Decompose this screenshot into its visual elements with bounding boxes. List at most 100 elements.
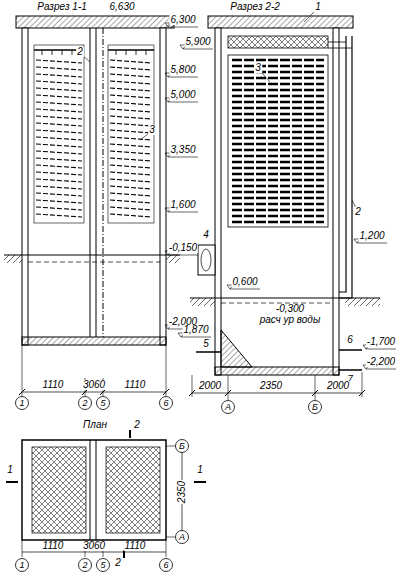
- drawing-label: -0,300: [275, 304, 305, 314]
- louver-slat: [110, 207, 152, 210]
- exchanger-bar: [232, 119, 324, 121]
- drawing-label: 5: [202, 339, 210, 349]
- exchanger-bar: [232, 191, 324, 193]
- axis-circle: [79, 397, 92, 410]
- drawing-label: Разрез 2-2: [229, 2, 281, 12]
- louver-slat: [110, 151, 152, 154]
- louver-slat: [110, 186, 152, 189]
- strokes: [16, 23, 397, 572]
- exchanger-bar: [232, 101, 324, 103]
- axis-circle: [16, 559, 29, 572]
- exchanger-bar: [232, 221, 324, 223]
- louver-slat: [110, 130, 152, 133]
- louver-slat: [36, 116, 82, 119]
- axis-circle: [176, 531, 189, 544]
- louver-slat: [110, 144, 152, 147]
- drawing-label: 3060: [82, 541, 106, 551]
- louver-slat: [36, 102, 82, 105]
- exchanger-bar: [232, 203, 324, 205]
- drawing-label: 6: [346, 335, 354, 345]
- drawing-label: 5,900: [184, 37, 211, 47]
- exchanger-bar: [232, 215, 324, 217]
- axis-circle: [160, 559, 173, 572]
- drawing-label: 2000: [198, 381, 222, 391]
- drawing-label: -2,200: [366, 357, 396, 367]
- drawing-label: План: [82, 420, 108, 430]
- exchanger-bar: [232, 95, 324, 97]
- exchanger-bar: [232, 89, 324, 91]
- louver-slat: [36, 144, 82, 147]
- drawing-label: -0,150: [168, 243, 198, 253]
- exchanger-bar: [232, 167, 324, 169]
- louver-slat: [36, 165, 82, 168]
- louver-slat: [36, 60, 82, 63]
- louver-slat: [36, 67, 82, 70]
- axis-label: 2: [81, 399, 88, 408]
- drawing-label: 5,000: [169, 90, 196, 100]
- drawing-label: 1110: [124, 541, 147, 551]
- exchanger-bar: [232, 209, 324, 211]
- exchanger-bar: [232, 113, 324, 115]
- exchanger-bar: [232, 179, 324, 181]
- drawing-label: 6,630: [108, 2, 135, 12]
- axis-label: 5: [99, 399, 106, 408]
- drawing-label: 2000: [326, 381, 350, 391]
- exchanger-bar: [232, 65, 324, 67]
- exchanger-bar: [232, 77, 324, 79]
- axis-circle: [309, 401, 322, 414]
- louver-slat: [110, 95, 152, 98]
- louver-slat: [36, 151, 82, 154]
- axis-circle: [160, 397, 173, 410]
- louver-slat: [110, 137, 152, 140]
- drawing-label: 2: [114, 558, 122, 568]
- axis-label: 1: [18, 399, 25, 408]
- louver-slat: [110, 172, 152, 175]
- drawing-label: 2350: [177, 480, 187, 504]
- louver-slat: [110, 179, 152, 182]
- drawing-label: 1110: [42, 380, 65, 390]
- louver-slat: [110, 158, 152, 161]
- axis-label: А: [224, 403, 232, 412]
- drawing-label: 3060: [82, 380, 106, 390]
- louver-slat: [36, 179, 82, 182]
- drawing-label: 1,870: [182, 325, 209, 335]
- drawing-label: 2: [354, 207, 362, 217]
- louver-slat: [36, 193, 82, 196]
- drawing-label: 5,800: [169, 65, 196, 75]
- exchanger-bar: [232, 161, 324, 163]
- louver-slat: [36, 95, 82, 98]
- axis-label: А: [178, 533, 186, 542]
- drawing-label: 6,300: [169, 15, 196, 25]
- louver-slat: [36, 88, 82, 91]
- louver-slat: [110, 165, 152, 168]
- louver-slat: [36, 172, 82, 175]
- drawing-label: 3: [254, 63, 262, 73]
- drawing-label: 1: [6, 465, 14, 475]
- drawing-label: 4: [202, 230, 210, 240]
- drawing-label: 2350: [259, 381, 283, 391]
- exchanger-bar: [232, 71, 324, 73]
- axis-label: 1: [18, 561, 25, 570]
- axis-circle: [97, 559, 110, 572]
- louver-slat: [110, 123, 152, 126]
- exchanger-bar: [232, 107, 324, 109]
- drawing-label: 1110: [124, 380, 147, 390]
- drawing-label: Разрез 1-1: [36, 2, 88, 12]
- drawing-label: 1110: [42, 541, 65, 551]
- louver-slat: [36, 200, 82, 203]
- drawing-label: -1,700: [366, 337, 396, 347]
- louver-slat: [36, 130, 82, 133]
- exchanger-bar: [232, 137, 324, 139]
- drawing-label: 2: [76, 47, 84, 57]
- louver-slat: [110, 81, 152, 84]
- louver-slat: [110, 88, 152, 91]
- louver-slat: [110, 67, 152, 70]
- axis-label: 5: [99, 561, 106, 570]
- drawing-label: 1: [314, 2, 322, 12]
- exchanger-bar: [232, 143, 324, 145]
- axis-circle: [222, 401, 235, 414]
- louver-slat: [110, 200, 152, 203]
- drawing-label: 3: [148, 125, 156, 135]
- louver-slat: [110, 116, 152, 119]
